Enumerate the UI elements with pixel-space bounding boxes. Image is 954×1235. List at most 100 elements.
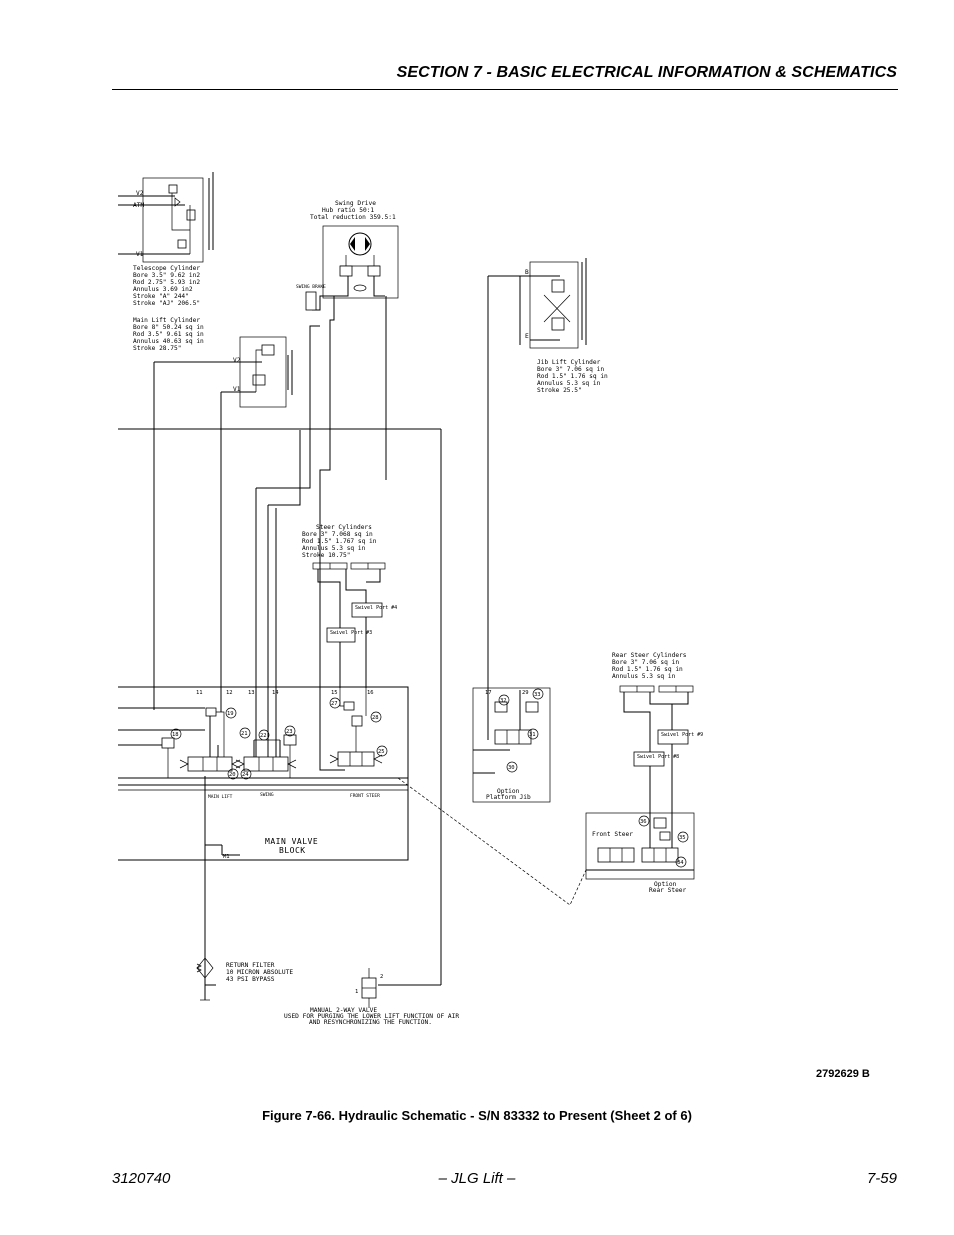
figure-caption: Figure 7-66. Hydraulic Schematic - S/N 8… <box>262 1108 692 1123</box>
swing-drive-line-1: Hub ratio 50:1 <box>322 207 374 214</box>
main-lift-line-2: Rod 3.5" 9.61 sq in <box>133 331 204 338</box>
valve-36: 36 <box>640 819 647 825</box>
jib-line-1: Bore 3" 7.06 sq in <box>537 366 604 373</box>
option-rear-steer-line-0: Option <box>654 881 677 888</box>
return-filter-line-0: RETURN FILTER <box>226 962 275 969</box>
option-rear-steer: Front Steer 36 35 34 Option Rear Steer <box>397 777 695 906</box>
main-valve-block-line-0: MAIN VALVE <box>265 837 318 846</box>
swing-drive-line-0: Swing Drive <box>335 200 376 207</box>
jib-port-29: 29 <box>522 690 529 696</box>
main-lift-port-v1: V1 <box>233 386 241 393</box>
header-rule <box>112 89 898 90</box>
valve-25: 25 <box>378 749 385 755</box>
swing-drive: Swing Drive Hub ratio 50:1 Total reducti… <box>296 200 399 311</box>
manual-valve-line-0: MANUAL 2-WAY VALVE <box>310 1007 377 1014</box>
return-filter-line-2: 43 PSI BYPASS <box>226 976 275 983</box>
main-valve-block: 11 12 13 14 15 16 <box>118 686 409 861</box>
manual-valve-port-1: 1 <box>355 989 358 995</box>
swivel-port-8-label: Swivel Port #8 <box>637 754 679 760</box>
valve-20: 20 <box>229 772 236 778</box>
pipe-runs <box>118 296 442 990</box>
rear-steer-line-0: Rear Steer Cylinders <box>612 652 687 659</box>
jib-port-b: B <box>525 269 529 276</box>
telescope-line-0: Telescope Cylinder <box>133 265 200 272</box>
valve-23: 23 <box>286 729 293 735</box>
footer-company: – JLG Lift – <box>438 1170 516 1187</box>
manual-valve-line-2: AND RESYNCHRONIZING THE FUNCTION. <box>309 1019 432 1026</box>
port-14: 14 <box>272 690 279 696</box>
swivel-port-3-label: Swivel Port #3 <box>330 630 372 636</box>
telescope-line-1: Bore 3.5" 9.62 in2 <box>133 272 200 279</box>
valve-28: 28 <box>372 715 379 721</box>
steer-line-3: Annulus 5.3 sq in <box>302 545 366 552</box>
return-filter: RETURN FILTER 10 MICRON ABSOLUTE 43 PSI … <box>196 957 293 1001</box>
main-lift-line-4: Stroke 28.75" <box>133 345 181 352</box>
option-platform-jib: 32 33 31 30 17 29 Option Platform Jib <box>472 687 551 803</box>
valve-33: 33 <box>534 692 541 698</box>
option-jib-line-0: Option <box>497 788 520 795</box>
valve-24: 24 <box>242 772 249 778</box>
valve-19: 19 <box>227 711 234 717</box>
telescope-line-2: Rod 2.75" 5.93 in2 <box>133 279 200 286</box>
valve-27: 27 <box>331 701 338 707</box>
telescope-port-v2: V2 <box>136 190 144 197</box>
valve-22: 22 <box>260 733 267 739</box>
port-15: 15 <box>331 690 338 696</box>
valve-30: 30 <box>508 765 515 771</box>
swivel-port-9-label: Swivel Port #9 <box>661 732 703 738</box>
return-filter-line-1: 10 MICRON ABSOLUTE <box>226 969 293 976</box>
manual-valve-line-1: USED FOR PURGING THE LOWER LIFT FUNCTION… <box>284 1013 459 1020</box>
swing-brake-label: SWING BRAKE <box>296 284 326 290</box>
section-swing: SWING <box>260 792 274 798</box>
steer-cylinders: Steer Cylinders Bore 3" 7.068 sq in Rod … <box>302 524 397 688</box>
port-m1: M1 <box>223 854 230 860</box>
main-lift-line-3: Annulus 40.63 sq in <box>133 338 204 345</box>
footer-page-number: 7-59 <box>866 1170 897 1187</box>
telescope-port-atm: ATM <box>133 202 144 209</box>
rear-steer-line-2: Rod 1.5" 1.76 sq in <box>612 666 683 673</box>
option-rear-steer-line-1: Rear Steer <box>649 887 687 894</box>
steer-line-2: Rod 1.5" 1.767 sq in <box>302 538 377 545</box>
manual-valve-port-2: 2 <box>380 974 383 980</box>
footer-doc-number: 3120740 <box>112 1170 171 1187</box>
valve-34: 34 <box>677 860 684 866</box>
steer-line-1: Bore 3" 7.068 sq in <box>302 531 373 538</box>
main-lift-port-v2: V2 <box>233 357 241 364</box>
telescope-line-3: Annulus 3.69 in2 <box>133 286 193 293</box>
swing-drive-line-2: Total reduction 359.5:1 <box>310 214 396 221</box>
port-12: 12 <box>226 690 233 696</box>
valve-31: 31 <box>529 732 536 738</box>
valve-18: 18 <box>172 732 179 738</box>
jib-line-0: Jib Lift Cylinder <box>537 359 601 366</box>
rear-steer-cylinders: Rear Steer Cylinders Bore 3" 7.06 sq in … <box>612 652 703 822</box>
drawing-number: 2792629 B <box>816 1068 870 1080</box>
jib-port-17: 17 <box>485 690 492 696</box>
main-lift-line-1: Bore 8" 50.24 sq in <box>133 324 204 331</box>
telescope-port-v1: V1 <box>136 251 144 258</box>
telescope-line-4: Stroke "A" 244" <box>133 293 189 300</box>
section-title: SECTION 7 - BASIC ELECTRICAL INFORMATION… <box>396 64 897 81</box>
valve-35: 35 <box>679 835 686 841</box>
telescope-cylinder: V2 ATM V1 Telescope Cylinder Bore 3.5" 9… <box>118 172 214 307</box>
manual-2-way-valve: 1 2 MANUAL 2-WAY VALVE USED FOR PURGING … <box>284 968 459 1026</box>
rear-steer-line-1: Bore 3" 7.06 sq in <box>612 659 679 666</box>
steer-line-4: Stroke 10.75" <box>302 552 350 559</box>
steer-line-0: Steer Cylinders <box>316 524 372 531</box>
option-jib-line-1: Platform Jib <box>486 794 531 801</box>
valve-21: 21 <box>241 731 248 737</box>
rear-steer-line-3: Annulus 5.3 sq in <box>612 673 676 680</box>
section-main-lift: MAIN LIFT <box>208 794 233 800</box>
section-front-steer: FRONT STEER <box>350 793 380 799</box>
port-13: 13 <box>248 690 255 696</box>
jib-line-4: Stroke 25.5" <box>537 387 582 394</box>
jib-lift-cylinder: B E Jib Lift Cylinder Bore 3" 7.06 sq in… <box>487 258 608 690</box>
port-16: 16 <box>367 690 374 696</box>
main-valve-block-line-1: BLOCK <box>279 846 306 855</box>
swivel-port-4-label: Swivel Port #4 <box>355 605 397 611</box>
port-11: 11 <box>196 690 203 696</box>
main-lift-line-0: Main Lift Cylinder <box>133 317 200 324</box>
jib-line-3: Annulus 5.3 sq in <box>537 380 601 387</box>
valve-32: 32 <box>500 698 507 704</box>
jib-line-2: Rod 1.5" 1.76 sq in <box>537 373 608 380</box>
